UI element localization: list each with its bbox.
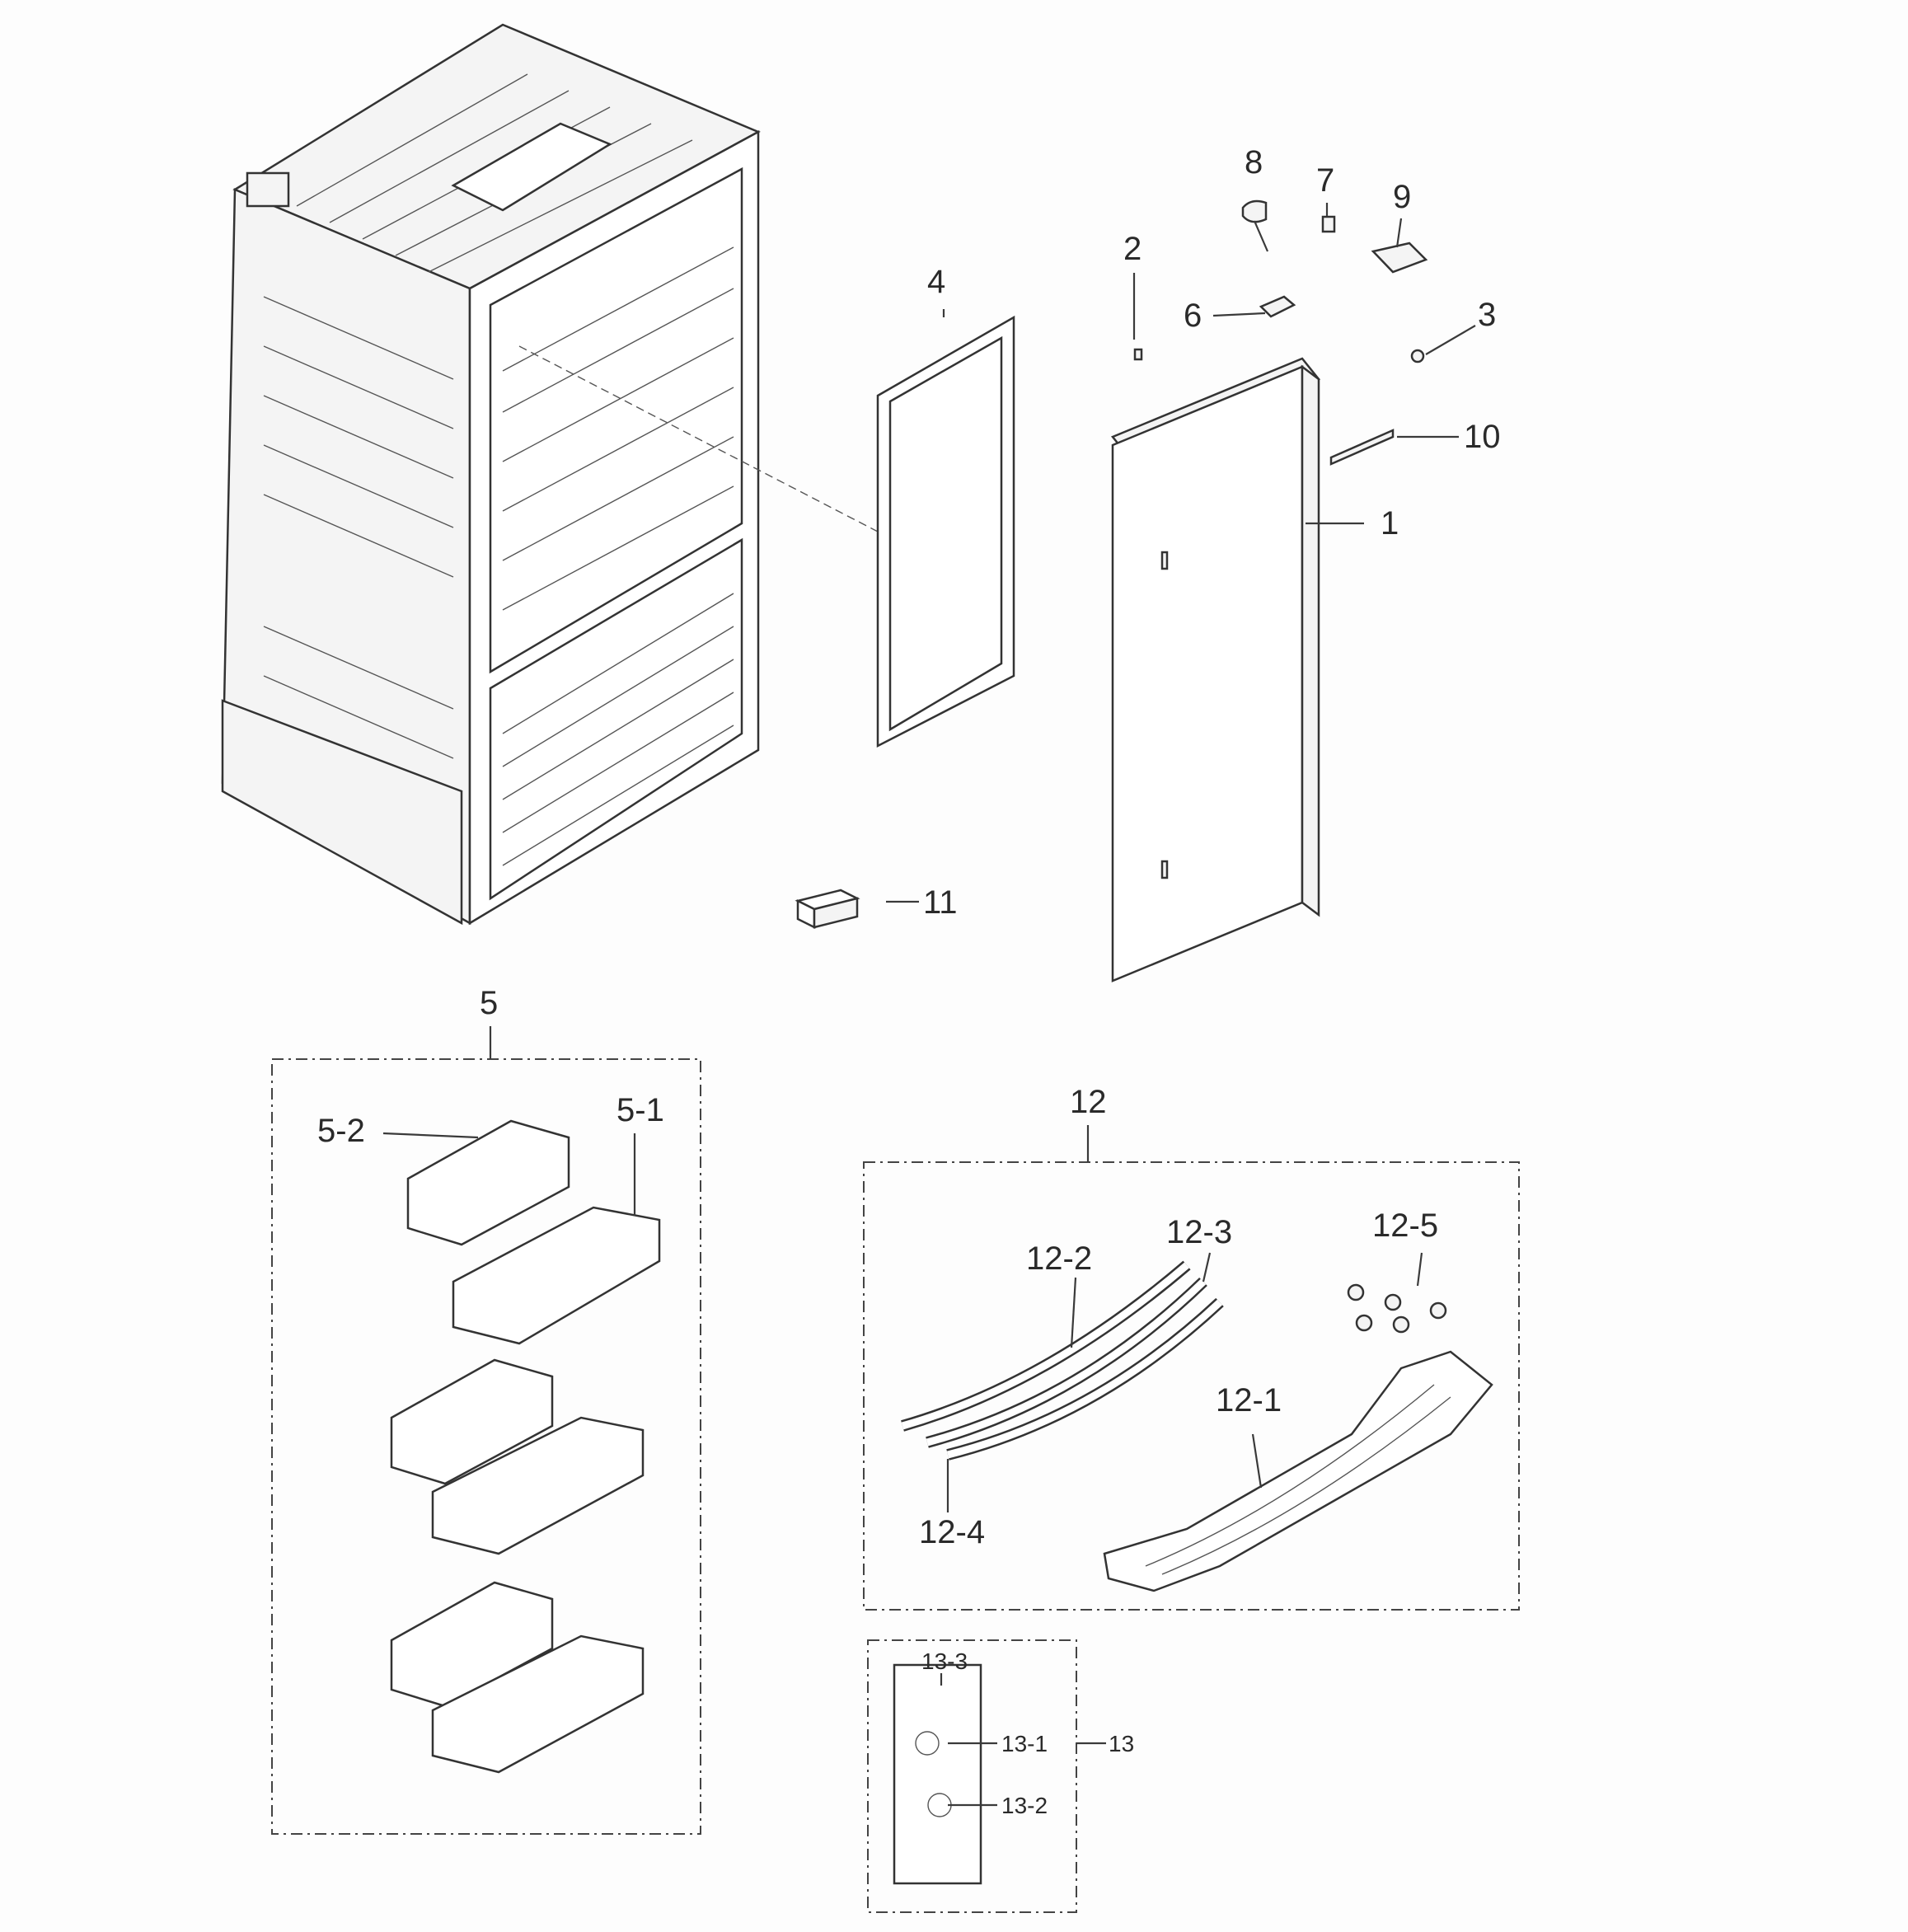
callout-5-2: 5-2: [317, 1113, 365, 1149]
callout-11: 11: [923, 884, 958, 921]
clip-bag-group-box: [867, 1639, 1077, 1913]
callout-13-3: 13-3: [921, 1648, 968, 1674]
callout-9: 9: [1393, 179, 1411, 215]
callout-2: 2: [1123, 231, 1142, 267]
callout-12: 12: [1070, 1084, 1107, 1120]
refrigerator-door: [1110, 357, 1321, 982]
callout-4: 4: [927, 264, 945, 300]
callout-10: 10: [1464, 419, 1501, 455]
callout-5-1: 5-1: [616, 1092, 664, 1128]
refrigerator-cabinet: [221, 23, 761, 926]
callout-1: 1: [1381, 505, 1399, 542]
callout-6: 6: [1184, 298, 1202, 334]
callout-3: 3: [1478, 297, 1496, 333]
callout-5: 5: [480, 985, 498, 1021]
callout-13: 13: [1109, 1731, 1134, 1756]
door-bin-group-box: [271, 1058, 701, 1835]
callout-13-2: 13-2: [1001, 1793, 1048, 1818]
hinge-parts: [1133, 199, 1428, 466]
door-gasket: [876, 315, 1015, 748]
callout-12-4: 12-4: [919, 1514, 985, 1550]
leader-lines: [382, 203, 1476, 1807]
callout-labels: 8 7 9 2 4 6 3 10 1 11 5 5-2 5-1 12 12-3 …: [317, 144, 1501, 1818]
callout-8: 8: [1245, 144, 1263, 181]
callout-12-1: 12-1: [1216, 1382, 1282, 1419]
accessory-box: [795, 889, 860, 930]
clip-bag: [893, 1663, 982, 1885]
door-bins: [390, 1119, 661, 1774]
handle-kit-parts: [901, 1260, 1493, 1592]
callout-7: 7: [1316, 162, 1334, 199]
callout-12-3: 12-3: [1166, 1214, 1232, 1250]
callout-12-2: 12-2: [1026, 1240, 1092, 1277]
callout-13-1: 13-1: [1001, 1731, 1048, 1756]
handle-kit-group-box: [863, 1161, 1520, 1611]
callout-12-5: 12-5: [1372, 1208, 1438, 1244]
